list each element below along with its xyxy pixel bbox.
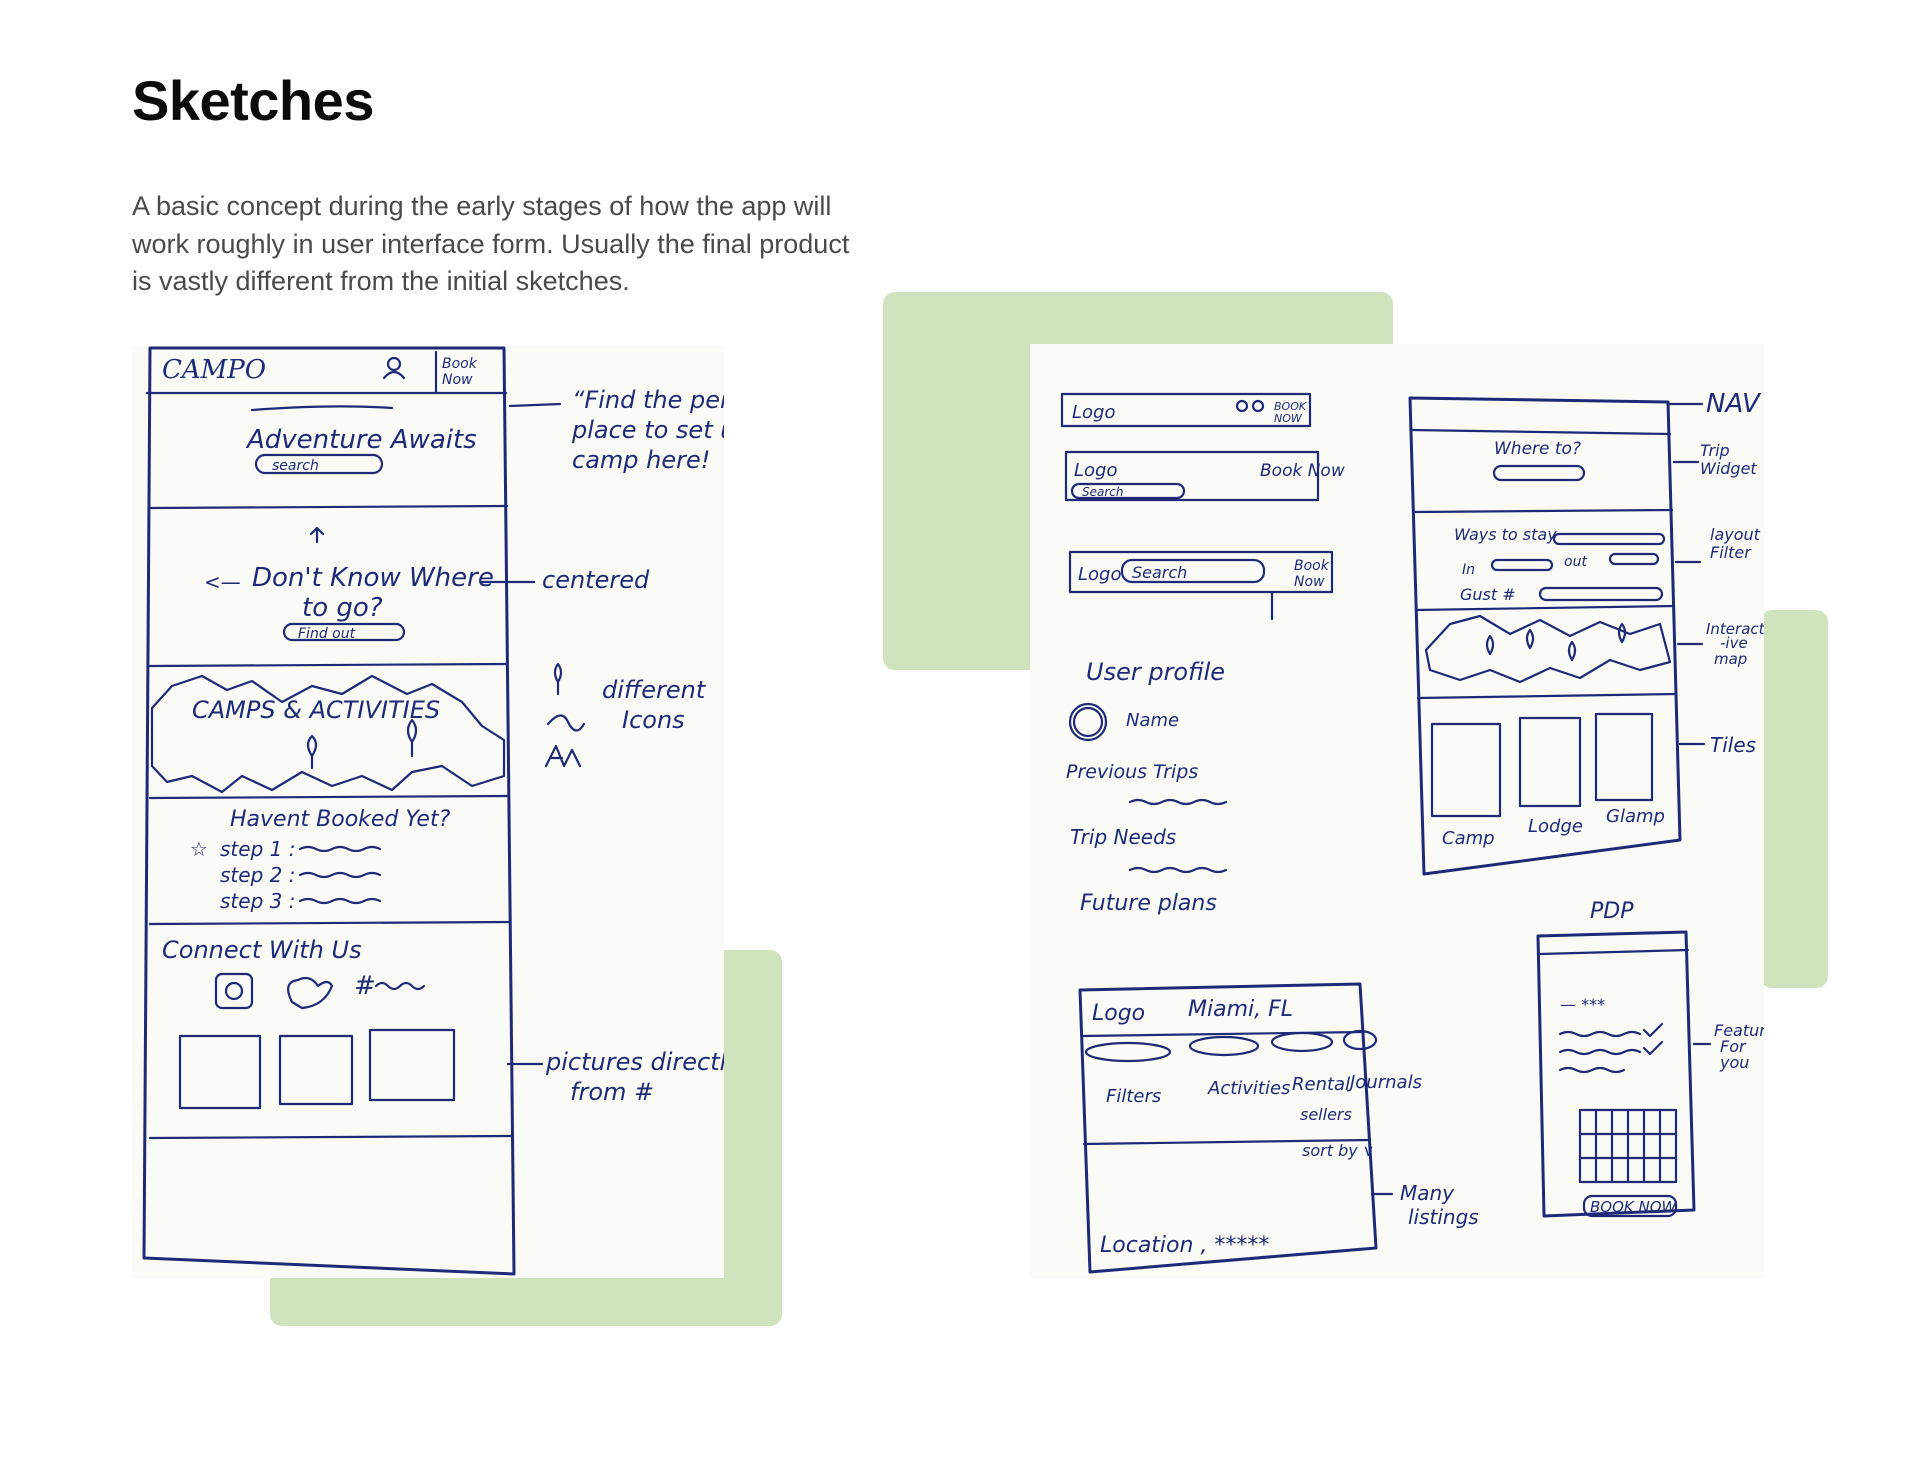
- svg-text:search: search: [272, 458, 319, 474]
- map-pin-icon: [1525, 628, 1535, 650]
- svg-text:step 1 :: step 1 :: [220, 837, 295, 861]
- profile-icon: [1235, 399, 1249, 413]
- profile-icon: [1251, 399, 1265, 413]
- app-screens-sketch: Logo BOOK NOW Logo Book Now Search Logo …: [1030, 344, 1764, 1278]
- svg-text:Connect With Us: Connect With Us: [162, 936, 362, 964]
- svg-text:Trip: Trip: [1700, 441, 1730, 460]
- map-pin-icon: [1567, 640, 1577, 662]
- svg-text:PDP: PDP: [1590, 899, 1634, 924]
- svg-text:out: out: [1564, 554, 1587, 570]
- svg-text:Book: Book: [442, 356, 478, 372]
- svg-text:centered: centered: [542, 566, 650, 594]
- svg-text:Logo: Logo: [1092, 1001, 1145, 1026]
- landing-page-drawing: CAMPO Book Now Adventure Awaits search “…: [142, 346, 724, 1276]
- trail-icon: [546, 714, 586, 732]
- svg-text:User profile: User profile: [1086, 658, 1225, 686]
- svg-text:map: map: [1714, 650, 1747, 668]
- svg-text:step 3 :: step 3 :: [220, 889, 295, 913]
- svg-text:pictures directl: pictures directl: [545, 1048, 724, 1076]
- avatar-icon: [1068, 702, 1108, 742]
- profile-icon: [386, 356, 402, 372]
- svg-text:Icons: Icons: [622, 706, 685, 734]
- svg-text:you: you: [1719, 1053, 1749, 1072]
- svg-text:Where to?: Where to?: [1494, 439, 1581, 459]
- svg-text:Rental: Rental: [1292, 1074, 1350, 1095]
- svg-text:to go?: to go?: [302, 593, 383, 623]
- svg-text:from #: from #: [570, 1078, 654, 1106]
- page-description: A basic concept during the early stages …: [132, 191, 850, 296]
- map-pin-icon: [1617, 622, 1627, 644]
- map-pin-icon: [1485, 634, 1495, 656]
- instagram-icon: [214, 972, 254, 1010]
- svg-text:Trip Needs: Trip Needs: [1070, 825, 1176, 849]
- svg-text:Now: Now: [442, 372, 473, 388]
- svg-text:BOOK: BOOK: [1274, 400, 1307, 413]
- svg-text:Journals: Journals: [1347, 1072, 1422, 1093]
- hero-heading: Adventure Awaits: [245, 425, 477, 455]
- svg-text:Activities: Activities: [1207, 1078, 1290, 1099]
- svg-text:In: In: [1462, 562, 1475, 578]
- svg-text:NAV: NAV: [1706, 389, 1762, 419]
- svg-text:Many: Many: [1400, 1181, 1455, 1205]
- svg-text:Havent Booked Yet?: Havent Booked Yet?: [230, 807, 451, 832]
- svg-text:step 2 :: step 2 :: [220, 863, 295, 887]
- svg-text:sellers: sellers: [1300, 1105, 1352, 1124]
- svg-text:Gust #: Gust #: [1460, 585, 1516, 604]
- svg-text:Search: Search: [1132, 563, 1187, 582]
- twitter-icon: [287, 976, 334, 1010]
- svg-text:Feature: Feature: [1714, 1021, 1764, 1040]
- svg-text:Ways to stay: Ways to stay: [1454, 525, 1557, 544]
- svg-text:different: different: [602, 676, 707, 704]
- app-screens-drawing: Logo BOOK NOW Logo Book Now Search Logo …: [1060, 389, 1764, 1274]
- page-title: Sketches: [132, 69, 374, 132]
- svg-text:sort by ∨: sort by ∨: [1302, 1141, 1374, 1160]
- svg-text:-ive: -ive: [1720, 634, 1748, 652]
- landing-page-sketch: CAMPO Book Now Adventure Awaits search “…: [132, 346, 724, 1278]
- svg-text:BOOK NOW: BOOK NOW: [1590, 1198, 1678, 1216]
- svg-text:☆: ☆: [190, 837, 208, 861]
- hashtag-icon: #: [354, 971, 376, 1001]
- font-icon: [544, 744, 582, 768]
- svg-text:Miami, FL: Miami, FL: [1188, 997, 1293, 1022]
- sketch-logo: CAMPO: [162, 355, 266, 385]
- svg-text:Widget: Widget: [1700, 459, 1757, 478]
- svg-text:layout: layout: [1710, 525, 1761, 544]
- svg-text:camp here!: camp here!: [572, 446, 710, 474]
- svg-text:Lodge: Lodge: [1528, 816, 1583, 837]
- svg-text:— ***: — ***: [1560, 995, 1605, 1014]
- svg-text:Camp: Camp: [1442, 828, 1495, 849]
- svg-text:Find out: Find out: [298, 626, 356, 642]
- svg-text:“Find the perfe: “Find the perfe: [572, 386, 724, 414]
- green-accent-right-side: [1760, 610, 1828, 988]
- svg-text:Filter: Filter: [1710, 543, 1752, 562]
- svg-text:For: For: [1720, 1037, 1747, 1056]
- svg-text:listings: listings: [1408, 1205, 1479, 1229]
- svg-text:Name: Name: [1126, 710, 1179, 731]
- svg-text:Don't Know Where: Don't Know Where: [252, 563, 494, 593]
- svg-text:Logo: Logo: [1074, 460, 1117, 481]
- svg-text:Previous Trips: Previous Trips: [1066, 761, 1198, 783]
- svg-text:Logo: Logo: [1072, 402, 1115, 423]
- svg-text:Search: Search: [1082, 485, 1124, 499]
- svg-text:Tiles: Tiles: [1710, 733, 1756, 757]
- svg-text:Location , *****: Location , *****: [1100, 1233, 1269, 1258]
- svg-text:Now: Now: [1294, 574, 1325, 590]
- svg-text:NOW: NOW: [1274, 412, 1303, 425]
- map-title: CAMPS & ACTIVITIES: [192, 696, 440, 724]
- map-pin-icon: [406, 718, 418, 758]
- svg-text:Glamp: Glamp: [1606, 806, 1665, 827]
- svg-text:Logo: Logo: [1078, 564, 1121, 585]
- pin-icon: [553, 662, 563, 696]
- svg-text:Book Now: Book Now: [1260, 461, 1345, 481]
- svg-text:Book: Book: [1294, 558, 1330, 574]
- svg-text:<—: <—: [204, 570, 241, 594]
- svg-text:Filters: Filters: [1106, 1086, 1161, 1107]
- svg-text:Future plans: Future plans: [1080, 891, 1217, 916]
- svg-text:place to set u: place to set u: [571, 416, 724, 444]
- svg-text:Interact: Interact: [1706, 620, 1764, 638]
- map-pin-icon: [306, 734, 318, 770]
